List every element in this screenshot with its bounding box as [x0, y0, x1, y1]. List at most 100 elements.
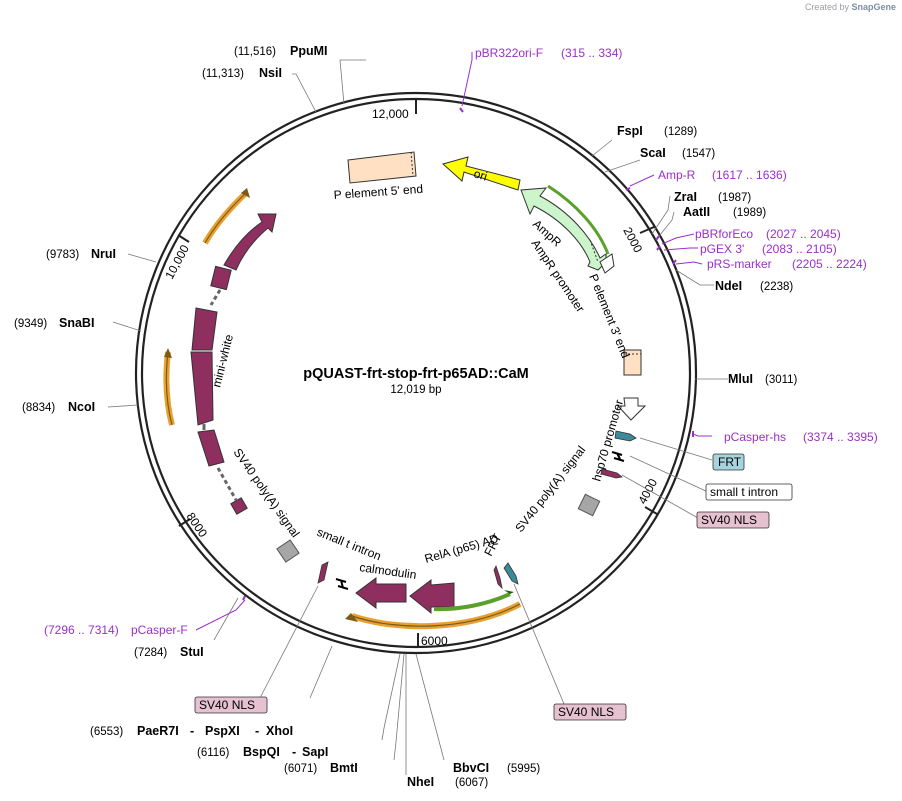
ampr-promoter-arrow — [599, 253, 615, 274]
site-zrai-name: ZraI — [674, 190, 697, 204]
small-t-intron-left-label: small t intron — [315, 525, 383, 563]
p-element-5-dash — [410, 151, 414, 177]
site-aatii-name: AatII — [683, 205, 710, 219]
site-ppumi-pos: (11,516) — [234, 46, 276, 58]
tick-mark-8000 — [178, 518, 191, 527]
primer-amp-r-name: Amp-R — [658, 168, 696, 182]
frt-box-label: FRT — [718, 455, 742, 469]
site-nsii-name: NsiI — [259, 66, 282, 80]
hsp70-promoter-arrow — [616, 397, 647, 421]
site-snabi-name: SnaBI — [59, 316, 94, 330]
mini-white-intron-3 — [216, 467, 238, 501]
site-paer7i-sep2: - — [255, 724, 259, 738]
small-t-intron-box-label: small t intron — [710, 485, 778, 499]
backbone-outer-ring — [134, 91, 698, 655]
site-paer7i-sep1: - — [190, 724, 194, 738]
mini-white-exon-5 — [230, 497, 248, 515]
sv40-polya-right-label: SV40 poly(A) signal — [512, 443, 588, 535]
site-scai-name: ScaI — [640, 146, 666, 160]
primer-pcasper-f-name: pCasper-F — [131, 623, 188, 637]
site-bmti-pos: (6071) — [284, 763, 317, 775]
left-orange-orf-upper-head — [241, 188, 250, 198]
tick-mark-10000 — [177, 234, 190, 243]
snapgene-credit: Created by SnapGene — [805, 2, 896, 12]
site-bbvci-name: BbvCI — [453, 761, 489, 775]
site-mlui-pos: (3011) — [765, 374, 798, 386]
site-ppumi-name: PpuMI — [290, 44, 328, 58]
mini-white-intron-1 — [209, 289, 222, 306]
p-element-3-box — [623, 349, 642, 376]
primer-prs-marker-name: pRS-marker — [707, 257, 772, 271]
tick-mark-4000 — [644, 506, 658, 515]
mini-white-exon-2 — [191, 307, 218, 351]
p-element-3-label: P element 3' end — [586, 272, 632, 360]
snapgene-logo: SnapGene — [851, 2, 896, 12]
mini-white-head — [223, 213, 277, 271]
mini-white-exon-3 — [190, 351, 214, 426]
primer-prs-marker-range: (2205 .. 2224) — [792, 257, 867, 271]
left-orange-orf-lower-core — [165, 351, 173, 426]
plasmid-length: 12,019 bp — [390, 384, 441, 396]
site-aatii-pos: (1989) — [733, 207, 766, 219]
small-t-intron-right-glyph — [611, 451, 625, 462]
site-stui-name: StuI — [180, 645, 204, 659]
left-orange-orf-upper-core — [204, 191, 248, 244]
site-ndei-pos: (2238) — [760, 281, 793, 293]
sv40-nls-box-right — [696, 511, 770, 529]
tick-mark-2000 — [639, 226, 655, 234]
sv40-nls-bottom-glyph — [493, 564, 503, 590]
site-paer7i-pos: (6553) — [90, 726, 123, 738]
primer-pcasper-hs-name: pCasper-hs — [724, 430, 786, 444]
site-bspqi-name: BspQI — [243, 745, 280, 759]
sv40-nls-box-bottom — [553, 703, 627, 721]
primer-pcasper-f-range: (7296 .. 7314) — [44, 623, 119, 637]
primer-pcasper-hs-range: (3374 .. 3395) — [803, 430, 878, 444]
tick-label-2000: 2000 — [620, 225, 645, 255]
sv40-nls-box-left — [194, 696, 268, 714]
site-ndei-name: NdeI — [715, 279, 742, 293]
p-element-5-box — [347, 151, 417, 184]
mini-white-exon-1 — [210, 265, 232, 291]
plasmid-title: pQUAST-frt-stop-frt-p65AD::CaM — [303, 366, 529, 382]
site-stui-pos: (7284) — [134, 647, 167, 659]
sv40-polya-left-label: SV40 poly(A) signal — [231, 446, 303, 540]
left-orange-orf-lower-head — [164, 348, 172, 358]
left-orange-orf-upper — [202, 189, 250, 245]
tick-label-6000: 6000 — [421, 634, 448, 648]
bottom-green-orf — [433, 592, 511, 612]
site-leaders — [107, 59, 728, 775]
calmodulin-arrow — [355, 577, 407, 609]
bottom-green-orf-head — [504, 590, 514, 594]
site-bspqi-pos: (6116) — [197, 747, 230, 759]
frt-bottom-arrow — [503, 562, 519, 585]
frt-box — [712, 453, 745, 471]
sv40-nls-left-glyph — [317, 561, 329, 584]
box-leaders — [259, 437, 713, 705]
site-xhoi-name: XhoI — [266, 724, 293, 738]
ori-arrow — [441, 156, 521, 191]
site-fspi-name: FspI — [617, 124, 643, 138]
site-bspqi-sep: - — [292, 745, 296, 759]
primer-pbr322ori-f-range: (315 .. 334) — [561, 46, 622, 60]
small-t-intron-left-glyph — [335, 578, 349, 590]
primer-pbr322ori-f-name: pBR322ori-F — [475, 46, 543, 60]
bottom-orange-orf-core — [351, 603, 521, 627]
bottom-orange-orf-head — [345, 613, 358, 622]
primer-pbrforeco-range: (2027 .. 2045) — [766, 227, 841, 241]
site-ncoi-name: NcoI — [68, 400, 95, 414]
small-t-intron-box — [705, 483, 793, 501]
site-nhei-name: NheI — [407, 775, 434, 789]
site-paer7i-name: PaeR7I — [137, 724, 179, 738]
calmodulin-label: calmodulin — [359, 560, 418, 582]
site-scai-pos: (1547) — [682, 148, 715, 160]
site-bmti-name: BmtI — [330, 761, 358, 775]
primer-pbrforeco-name: pBRforEco — [695, 227, 753, 241]
site-ncoi-pos: (8834) — [22, 402, 55, 414]
primer-leaders — [195, 52, 712, 631]
p-element-5-label: P element 5' end — [333, 182, 423, 202]
ampr-orf-line — [547, 184, 610, 255]
site-nhei-pos: (6067) — [455, 777, 488, 789]
tick-label-12000: 12,000 — [372, 107, 409, 121]
sv40-nls-box-left-label: SV40 NLS — [199, 698, 255, 712]
